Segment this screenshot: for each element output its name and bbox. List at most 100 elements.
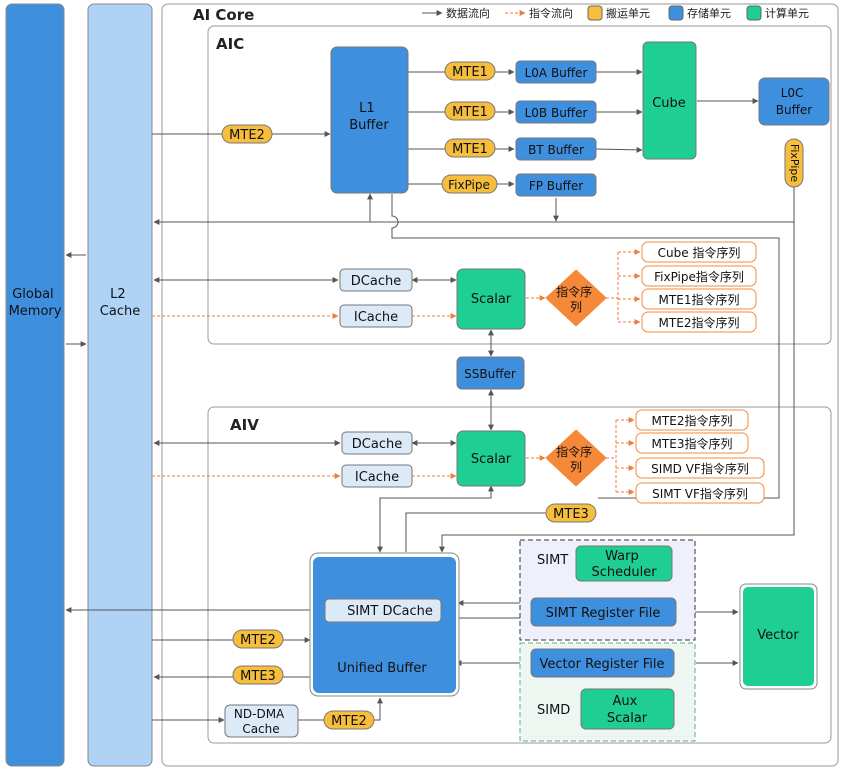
simt-register-label: SIMT Register File (546, 606, 661, 621)
unified-buffer (313, 557, 456, 693)
simt-region-label: SIMT (537, 553, 568, 568)
mte2-left-label: MTE2 (240, 633, 276, 648)
mte2-aic-tag (221, 124, 273, 144)
l0c-label: L0C Buffer (776, 86, 812, 117)
aic-scalar-label: Scalar (471, 292, 512, 307)
mte3-top-tag (545, 503, 597, 523)
warp-scheduler-label: Warp Scheduler (591, 549, 657, 580)
legend-transfer: 搬运单元 (606, 6, 650, 20)
simt-dcache (324, 598, 442, 623)
aic-title: AIC (216, 35, 244, 53)
mte2-aic-label: MTE2 (229, 128, 265, 143)
mte1-l0b-label: MTE1 (452, 105, 488, 120)
mte2-bottom-tag (323, 710, 375, 730)
aiv-queue-mte2 (635, 409, 749, 431)
global-memory-block (5, 3, 65, 767)
aiv-dcache-label: DCache (352, 437, 402, 452)
l2-cache-label: L2 Cache (100, 287, 140, 319)
mte1-bt-label: MTE1 (452, 142, 488, 157)
aic-instr-queue-label: 指令序 列 (556, 284, 596, 314)
aic-dcache (339, 268, 413, 292)
aiv-queue-mte2-label: MTE2指令序列 (652, 413, 733, 428)
simt-dcache-label: SIMT DCache (347, 604, 433, 619)
cube-unit (642, 41, 697, 160)
aic-queue-fixpipe (641, 265, 757, 287)
aux-scalar-label: Aux Scalar (607, 694, 648, 726)
legend-compute: 计算单元 (765, 6, 809, 20)
l0b-buffer (515, 100, 597, 124)
aic-queue-fixpipe-label: FixPipe指令序列 (654, 269, 744, 284)
mte3-left-tag (232, 665, 284, 685)
aiv-queue-mte3-label: MTE3指令序列 (652, 436, 733, 451)
legend-instr-flow: 指令流向 (529, 6, 573, 20)
mte3-left-label: MTE3 (240, 669, 276, 684)
ssbuffer-label: SSBuffer (464, 367, 516, 381)
warp-scheduler (575, 545, 673, 582)
mte2-bottom-label: MTE2 (331, 714, 367, 729)
ssbuffer (456, 356, 525, 390)
aic-instr-queue (545, 269, 607, 327)
aic-scalar (456, 268, 526, 330)
aiv-queue-mte3 (635, 432, 749, 454)
vector-unit (743, 587, 814, 686)
nd-dma-label: ND-DMA Cache (234, 707, 288, 736)
aiv-instr-queue (545, 429, 607, 487)
ai-core-title: AI Core (193, 6, 254, 24)
aic-dcache-label: DCache (351, 274, 401, 289)
aic-icache-label: ICache (354, 310, 398, 325)
simd-region-label: SIMD (537, 703, 570, 718)
bt-label: BT Buffer (528, 143, 584, 157)
fixpipe-tag-label: FixPipe (448, 178, 490, 192)
fixpipe-vertical-label: FixPipe (788, 144, 801, 183)
aic-queue-cube-label: Cube 指令序列 (658, 245, 741, 260)
l0a-buffer (515, 60, 597, 84)
aiv-queue-simd-label: SIMD VF指令序列 (651, 461, 749, 476)
simt-register-file (530, 597, 677, 627)
l1-buffer-label: L1 Buffer (349, 101, 389, 133)
mte1-bt-tag (444, 138, 496, 158)
aic-queue-mte2 (641, 311, 757, 333)
aiv-instr-queue-label: 指令序 列 (556, 444, 596, 474)
fixpipe-vertical-tag (784, 138, 804, 188)
vector-register-label: Vector Register File (540, 657, 665, 672)
bt-buffer (515, 137, 597, 161)
aic-icache (339, 304, 413, 328)
fixpipe-tag (441, 174, 498, 194)
vector-label: Vector (757, 628, 799, 643)
global-memory-label: Global Memory (9, 287, 62, 319)
aiv-queue-simt (635, 482, 765, 504)
l0a-label: L0A Buffer (525, 66, 588, 80)
aiv-scalar (456, 430, 526, 487)
l0c-buffer (758, 77, 830, 126)
legend-storage: 存储单元 (687, 6, 731, 20)
nd-dma-cache (224, 704, 299, 738)
aic-queue-mte1 (641, 288, 757, 310)
aic-frame (207, 25, 832, 345)
legend: 数据流向 指令流向 搬运单元 存储单元 计算单元 (422, 5, 809, 21)
aiv-frame (207, 406, 832, 744)
aiv-scalar-label: Scalar (471, 452, 512, 467)
aiv-queue-simd (635, 457, 765, 479)
mte1-l0b-tag (444, 101, 496, 121)
legend-data-flow: 数据流向 (446, 6, 490, 20)
fp-buffer (515, 173, 597, 197)
aiv-icache (341, 464, 413, 488)
fp-label: FP Buffer (529, 179, 583, 193)
ai-core-frame (161, 3, 839, 767)
aic-queue-mte2-label: MTE2指令序列 (659, 315, 740, 330)
aic-queue-mte1-label: MTE1指令序列 (659, 292, 740, 307)
mte2-left-tag (232, 629, 284, 649)
l0b-label: L0B Buffer (525, 106, 588, 120)
l1-buffer (330, 46, 409, 194)
unified-buffer-label: Unified Buffer (337, 661, 427, 676)
vector-register-file (530, 648, 675, 678)
aiv-icache-label: ICache (355, 470, 399, 485)
mte3-top-label: MTE3 (553, 507, 589, 522)
mte1-l0a-tag (444, 61, 496, 81)
aiv-dcache (341, 431, 413, 455)
aiv-title: AIV (230, 416, 259, 434)
mte1-l0a-label: MTE1 (452, 65, 488, 80)
cube-label: Cube (652, 96, 686, 111)
aux-scalar (580, 688, 675, 730)
